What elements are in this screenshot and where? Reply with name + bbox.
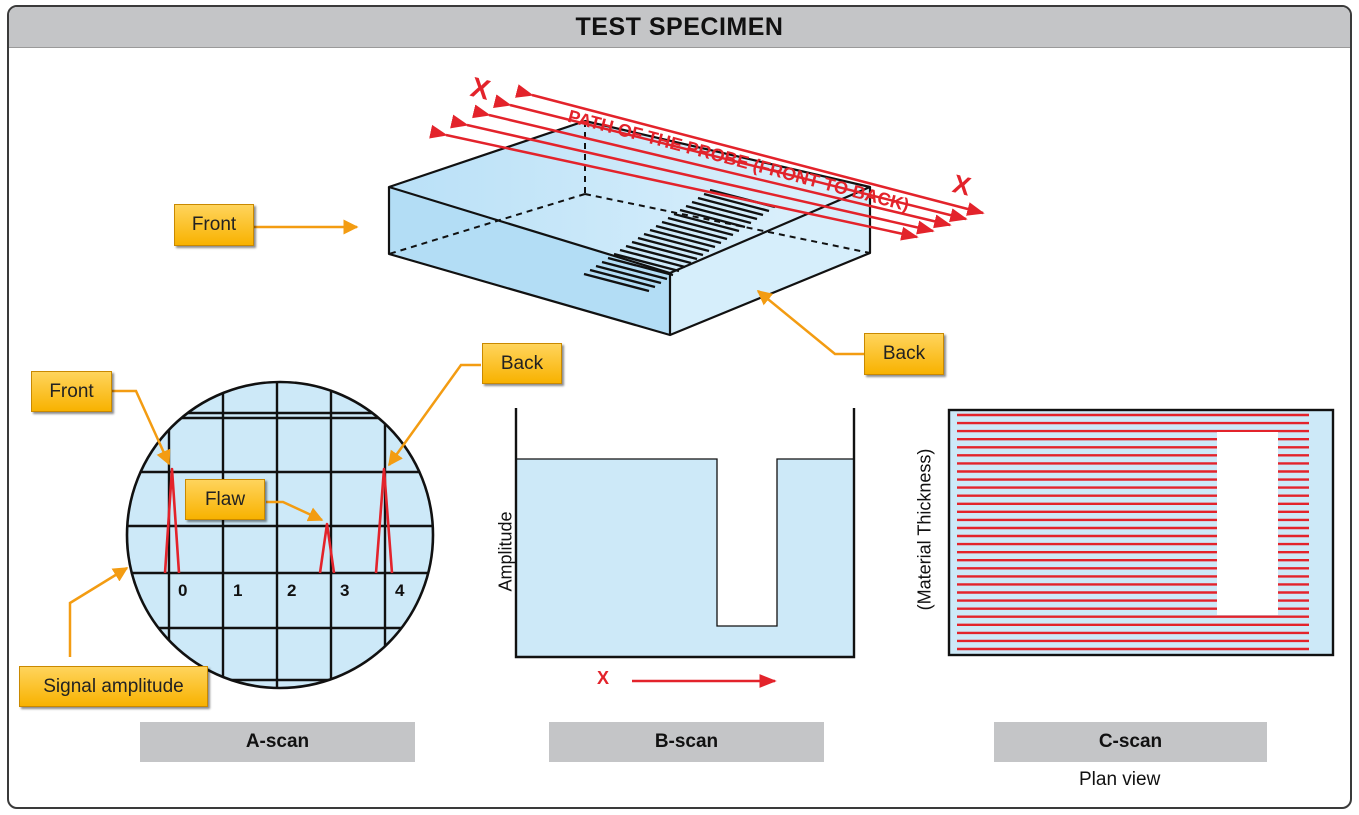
- b-scan-amplitude-fill: [515, 458, 855, 658]
- flaw-peak: [318, 522, 336, 574]
- back-peak: [374, 467, 394, 574]
- b-scan-axes: [514, 408, 856, 659]
- a-scan-display: [125, 380, 435, 690]
- a-scan-tick-3: 3: [340, 581, 350, 600]
- a-back-leader-arrow: [387, 363, 481, 467]
- specimen-back-callout: Back: [864, 333, 944, 375]
- back-leader-arrow: [756, 290, 866, 356]
- c-scan-plot: [947, 408, 1335, 657]
- b-scan-y-axis-label: Amplitude: [495, 511, 516, 592]
- a-scan-caption: A-scan: [140, 722, 415, 762]
- a-scan-flaw-callout: Flaw: [185, 479, 265, 520]
- a-scan-tick-1: 1: [233, 581, 243, 600]
- specimen-front-callout: Front: [174, 204, 254, 246]
- title-bar: TEST SPECIMEN: [9, 7, 1350, 48]
- a-scan-tick-4: 4: [395, 581, 405, 600]
- c-scan-y-axis-label: (Material Thickness): [914, 448, 935, 611]
- a-scan-front-callout: Front: [31, 371, 112, 412]
- a-scan-signal-callout: Signal amplitude: [19, 666, 208, 707]
- c-scan-subcaption: Plan view: [1079, 769, 1161, 790]
- diagram-frame: TEST SPECIMEN: [7, 5, 1352, 809]
- probe-paths: [429, 84, 985, 241]
- b-scan-x-axis-label: X: [597, 668, 610, 688]
- b-scan-plot: [514, 408, 856, 688]
- b-scan-caption: B-scan: [549, 722, 824, 762]
- diagram-artwork: [68, 84, 1335, 690]
- a-signal-leader-arrow: [68, 566, 129, 657]
- a-scan-tick-2: 2: [287, 581, 297, 600]
- a-scan-back-callout: Back: [482, 343, 562, 384]
- diagram-title: TEST SPECIMEN: [575, 12, 784, 41]
- test-specimen-block: [387, 84, 985, 337]
- a-scan-tick-0: 0: [178, 581, 188, 600]
- c-scan-caption: C-scan: [994, 722, 1267, 762]
- c-scan-flaw-region: [1217, 432, 1278, 615]
- a-flaw-leader-arrow: [266, 500, 324, 522]
- a-front-leader-arrow: [112, 389, 171, 466]
- front-peak: [163, 467, 181, 574]
